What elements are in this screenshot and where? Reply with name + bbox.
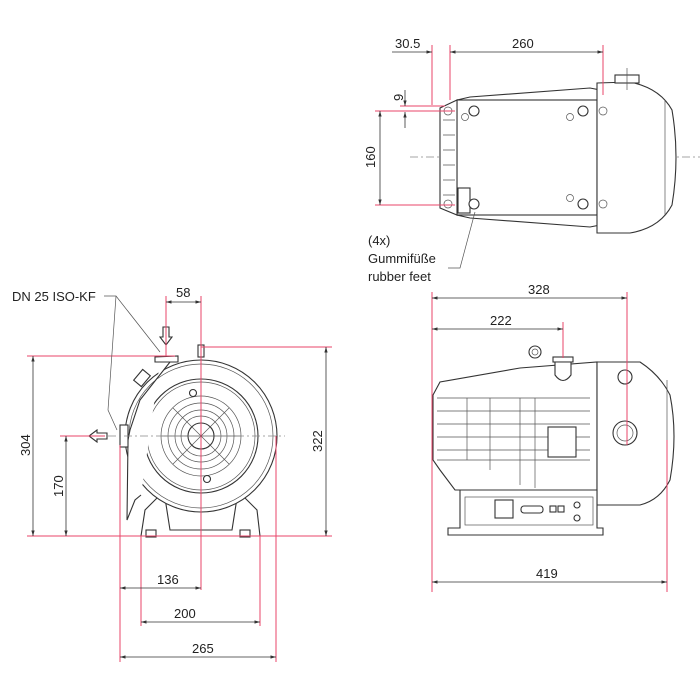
dim-328: 328: [528, 282, 550, 297]
dim-58: 58: [176, 285, 190, 300]
rubber-foot: [468, 105, 480, 117]
rubber-foot: [577, 198, 589, 210]
dim-304: 304: [18, 434, 33, 456]
dim-170: 170: [51, 475, 66, 497]
rubber-foot: [577, 105, 589, 117]
feet-count-label: (4x): [368, 233, 390, 248]
rubber-foot: [468, 198, 480, 210]
side-view: 328 222 419: [431, 282, 675, 592]
dim-9: 9: [391, 94, 406, 101]
dim-136: 136: [157, 572, 179, 587]
feet-label-de: Gummifüße: [368, 251, 436, 266]
dim-200: 200: [174, 606, 196, 621]
front-view: 58 304 322 170 136 200 265 DN 25 ISO-KF: [12, 285, 332, 662]
dim-222: 222: [490, 313, 512, 328]
feet-label-en: rubber feet: [368, 269, 431, 284]
dim-30-5: 30.5: [395, 36, 420, 51]
dim-265: 265: [192, 641, 214, 656]
top-view: 30.5 260 160 9 (4x) Gummifüße rubber fee…: [363, 36, 700, 284]
dim-322: 322: [310, 430, 325, 452]
dim-419: 419: [536, 566, 558, 581]
flange-label: DN 25 ISO-KF: [12, 289, 96, 304]
dim-160: 160: [363, 146, 378, 168]
dim-260: 260: [512, 36, 534, 51]
